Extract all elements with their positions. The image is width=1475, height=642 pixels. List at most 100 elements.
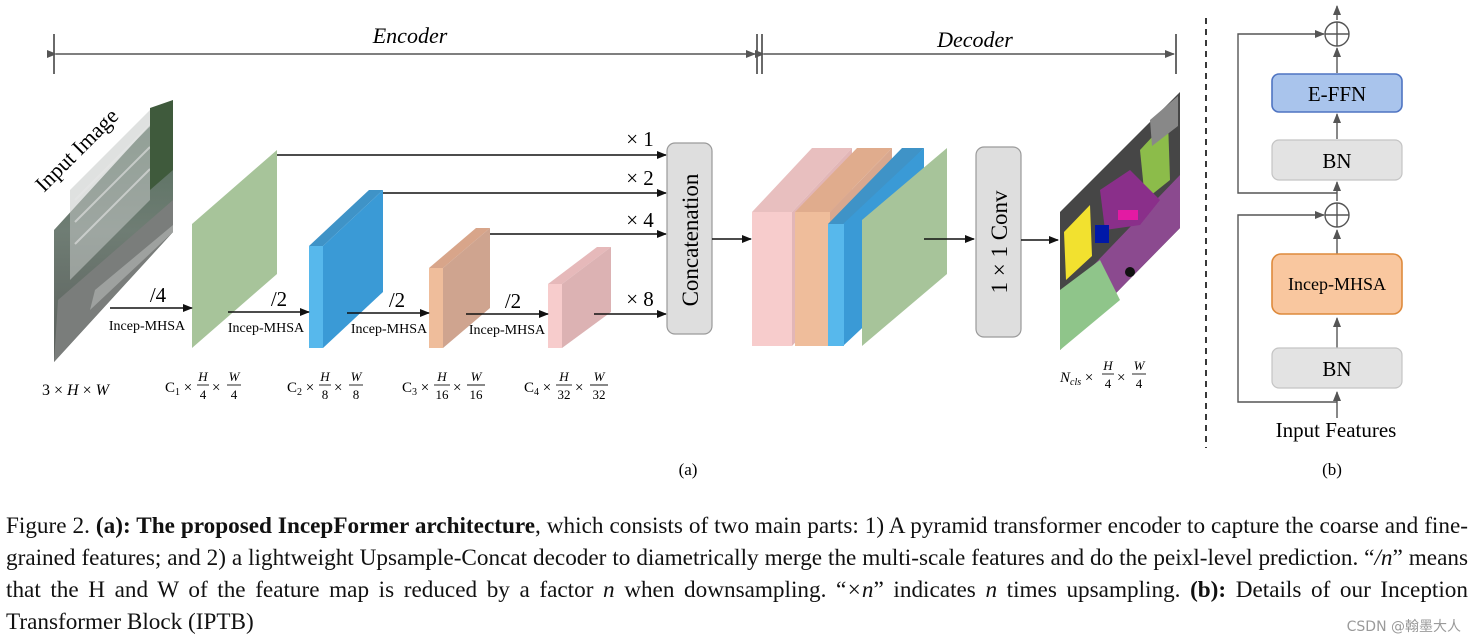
caption-n: n (985, 577, 998, 603)
svg-text:W: W (1134, 358, 1146, 373)
svg-text:H: H (319, 369, 330, 384)
svg-text:4: 4 (1105, 376, 1112, 391)
svg-text:×: × (575, 380, 583, 396)
svg-text:32: 32 (593, 387, 606, 402)
caption-slash-n: /n (1374, 545, 1393, 571)
concatenation-box: Concatenation (666, 142, 713, 335)
svg-text:/2: /2 (389, 288, 405, 312)
svg-text:×: × (1117, 370, 1125, 386)
caption-b-label: (b): (1190, 577, 1227, 603)
svg-text:4: 4 (200, 387, 207, 402)
stage1-feature-block (192, 150, 277, 348)
svg-text:C3 ×: C3 × (402, 380, 429, 398)
caption-a-text: , which consists of two main parts: 1) A… (6, 513, 1468, 571)
decoder-green-block (862, 148, 947, 346)
decoder-span: Decoder (755, 27, 1177, 74)
upsample-arrow-4: × 8 (594, 287, 667, 318)
caption-times-n: ×n (846, 577, 874, 603)
iptb-effn-box: E-FFN (1271, 73, 1403, 113)
caption-a-text: times upsampling. (997, 577, 1191, 603)
downsample-arrow-3: /2 Incep-MHSA (347, 288, 430, 337)
svg-text:BN: BN (1322, 149, 1351, 173)
svg-text:H: H (558, 369, 569, 384)
conv-box: 1 × 1 Conv (975, 146, 1022, 338)
downsample-arrow-4: /2 Incep-MHSA (466, 289, 549, 338)
svg-text:8: 8 (322, 387, 329, 402)
svg-text:H: H (1102, 358, 1113, 373)
svg-text:H: H (197, 369, 208, 384)
output-segmentation-map (1060, 92, 1180, 350)
svg-text:× 2: × 2 (626, 166, 654, 190)
iptb-diagram: E-FFN BN Incep-MHSA BN Input Features (1237, 5, 1403, 442)
architecture-figure: Encoder Decoder Input Image 3 × H × W (30, 5, 1403, 479)
stage2-feature-block (309, 190, 383, 348)
upsample-arrow-3: × 4 (490, 208, 667, 238)
caption-b-text: Details of our Inception Transformer Blo… (6, 577, 1468, 635)
caption-a-text: when downsampling. “ (614, 577, 847, 603)
svg-text:Ncls ×: Ncls × (1059, 370, 1093, 388)
upsample-arrow-2: × 2 (383, 166, 667, 197)
svg-text:Incep-MHSA: Incep-MHSA (228, 321, 305, 336)
caption-prefix: Figure 2. (6, 513, 96, 539)
svg-text:× 4: × 4 (626, 208, 654, 232)
svg-text:16: 16 (436, 387, 450, 402)
caption-a-label: (a): (95, 513, 131, 539)
caption-a-text: ” means that the H and W of the feature … (6, 545, 1468, 603)
svg-text:W: W (229, 369, 241, 384)
svg-text:8: 8 (353, 387, 360, 402)
upsample-arrow-1: × 1 (277, 127, 667, 159)
stage4-feature-block (548, 247, 611, 348)
svg-text:C2 ×: C2 × (287, 380, 314, 398)
iptb-plus-upper (1324, 21, 1350, 47)
svg-text:C4 ×: C4 × (524, 380, 551, 398)
caption-n: n (603, 577, 615, 603)
iptb-plus-lower (1324, 202, 1350, 228)
downsample-arrow-2: /2 Incep-MHSA (228, 287, 310, 336)
stage1-dims: C1 × H 4 × W 4 (165, 369, 241, 402)
input-dims: 3 × H × W (42, 382, 111, 399)
decoder-label: Decoder (936, 27, 1013, 52)
svg-text:/2: /2 (505, 289, 521, 313)
svg-text:Incep-MHSA: Incep-MHSA (109, 319, 186, 334)
input-image (54, 100, 173, 362)
iptb-bn-bottom-box: BN (1271, 347, 1403, 389)
stage3-dims: C3 × H 16 × W 16 (402, 369, 485, 402)
svg-text:H: H (436, 369, 447, 384)
iptb-bn-top-box: BN (1271, 139, 1403, 181)
svg-text:×: × (334, 380, 342, 396)
watermark: CSDN @翰墨大人 (1346, 619, 1461, 635)
subfigure-a-label: (a) (679, 460, 698, 479)
svg-text:Incep-MHSA: Incep-MHSA (351, 322, 428, 337)
iptb-input-features-label: Input Features (1276, 418, 1397, 442)
svg-text:Concatenation: Concatenation (678, 173, 703, 306)
svg-text:E-FFN: E-FFN (1308, 82, 1366, 106)
encoder-label: Encoder (372, 23, 448, 48)
subfigure-b-label: (b) (1322, 460, 1342, 479)
caption-a-text: ” indicates (873, 577, 986, 603)
svg-text:W: W (594, 369, 606, 384)
stage4-dims: C4 × H 32 × W 32 (524, 369, 608, 402)
svg-text:× 1: × 1 (626, 127, 654, 151)
svg-text:16: 16 (470, 387, 484, 402)
svg-text:32: 32 (558, 387, 571, 402)
svg-text:/4: /4 (150, 283, 167, 307)
svg-text:/2: /2 (271, 287, 287, 311)
svg-text:×: × (212, 380, 220, 396)
svg-text:×: × (453, 380, 461, 396)
iptb-incep-mhsa-box: Incep-MHSA (1271, 253, 1403, 315)
output-dims: Ncls × H 4 × W 4 (1059, 358, 1146, 391)
encoder-span: Encoder (47, 23, 758, 74)
caption-a-title: The proposed IncepFormer architecture (130, 513, 536, 539)
svg-text:4: 4 (231, 387, 238, 402)
svg-text:Incep-MHSA: Incep-MHSA (469, 323, 546, 338)
svg-text:Incep-MHSA: Incep-MHSA (1288, 274, 1386, 294)
svg-text:1 × 1 Conv: 1 × 1 Conv (987, 190, 1012, 294)
stage2-dims: C2 × H 8 × W 8 (287, 369, 363, 402)
svg-text:4: 4 (1136, 376, 1143, 391)
figure-caption: Figure 2. (a): The proposed IncepFormer … (6, 510, 1468, 638)
downsample-arrow-1: /4 Incep-MHSA (109, 283, 193, 334)
svg-text:W: W (471, 369, 483, 384)
svg-text:BN: BN (1322, 357, 1351, 381)
svg-text:C1 ×: C1 × (165, 380, 192, 398)
stage3-feature-block (429, 228, 490, 348)
